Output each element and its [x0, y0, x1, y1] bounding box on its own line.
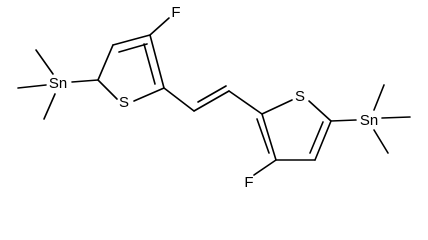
bond-left-ring-to-tin	[71, 79, 99, 83]
bond-left-ring-lower-right-to-s	[133, 87, 165, 102]
atom-sulfur-right: S	[295, 88, 305, 105]
bond-left-tin-methyl-bottom	[43, 93, 56, 120]
bond-vinylene-to-right-ring	[228, 90, 263, 115]
bond-right-tin-methyl-bottom	[373, 129, 389, 154]
bond-right-tin-methyl-top	[373, 84, 385, 111]
bond-left-ring-left	[97, 44, 114, 81]
bond-vinylene-double-inner	[197, 85, 227, 103]
bond-right-ring-left-inner	[256, 118, 270, 154]
molecule-structure-diagram: F S Sn S F Sn	[17, 4, 411, 191]
bond-right-ring-s-to-right	[308, 100, 332, 122]
bond-left-tin-methyl-top	[35, 49, 54, 75]
atom-tin-left: Sn	[49, 75, 67, 92]
atom-sulfur-left: S	[119, 94, 129, 111]
bond-left-ring-top	[112, 34, 151, 46]
bond-right-tin-methyl-right	[381, 116, 411, 119]
bond-right-ring-left	[261, 113, 277, 161]
bond-right-ring-left-to-s	[261, 99, 293, 115]
bond-right-ring-to-tin	[330, 119, 357, 122]
bond-vinylene-double	[193, 90, 230, 112]
bond-left-ring-to-vinylene	[163, 87, 195, 112]
bond-right-ring-right-inner	[309, 121, 324, 154]
bond-right-fluorine	[253, 159, 277, 176]
bond-left-ring-top-inner	[118, 43, 148, 53]
bond-left-ring-right	[149, 34, 165, 89]
atom-fluorine-left: F	[171, 4, 180, 21]
bond-left-tin-methyl-left	[17, 84, 47, 89]
atom-fluorine-right: F	[244, 174, 253, 191]
bond-left-fluorine	[149, 17, 170, 36]
bond-right-ring-right	[314, 120, 332, 161]
bond-left-ring-right-inner	[143, 43, 156, 85]
bond-left-ring-s-to-left	[97, 79, 118, 100]
atom-tin-right: Sn	[360, 112, 378, 129]
